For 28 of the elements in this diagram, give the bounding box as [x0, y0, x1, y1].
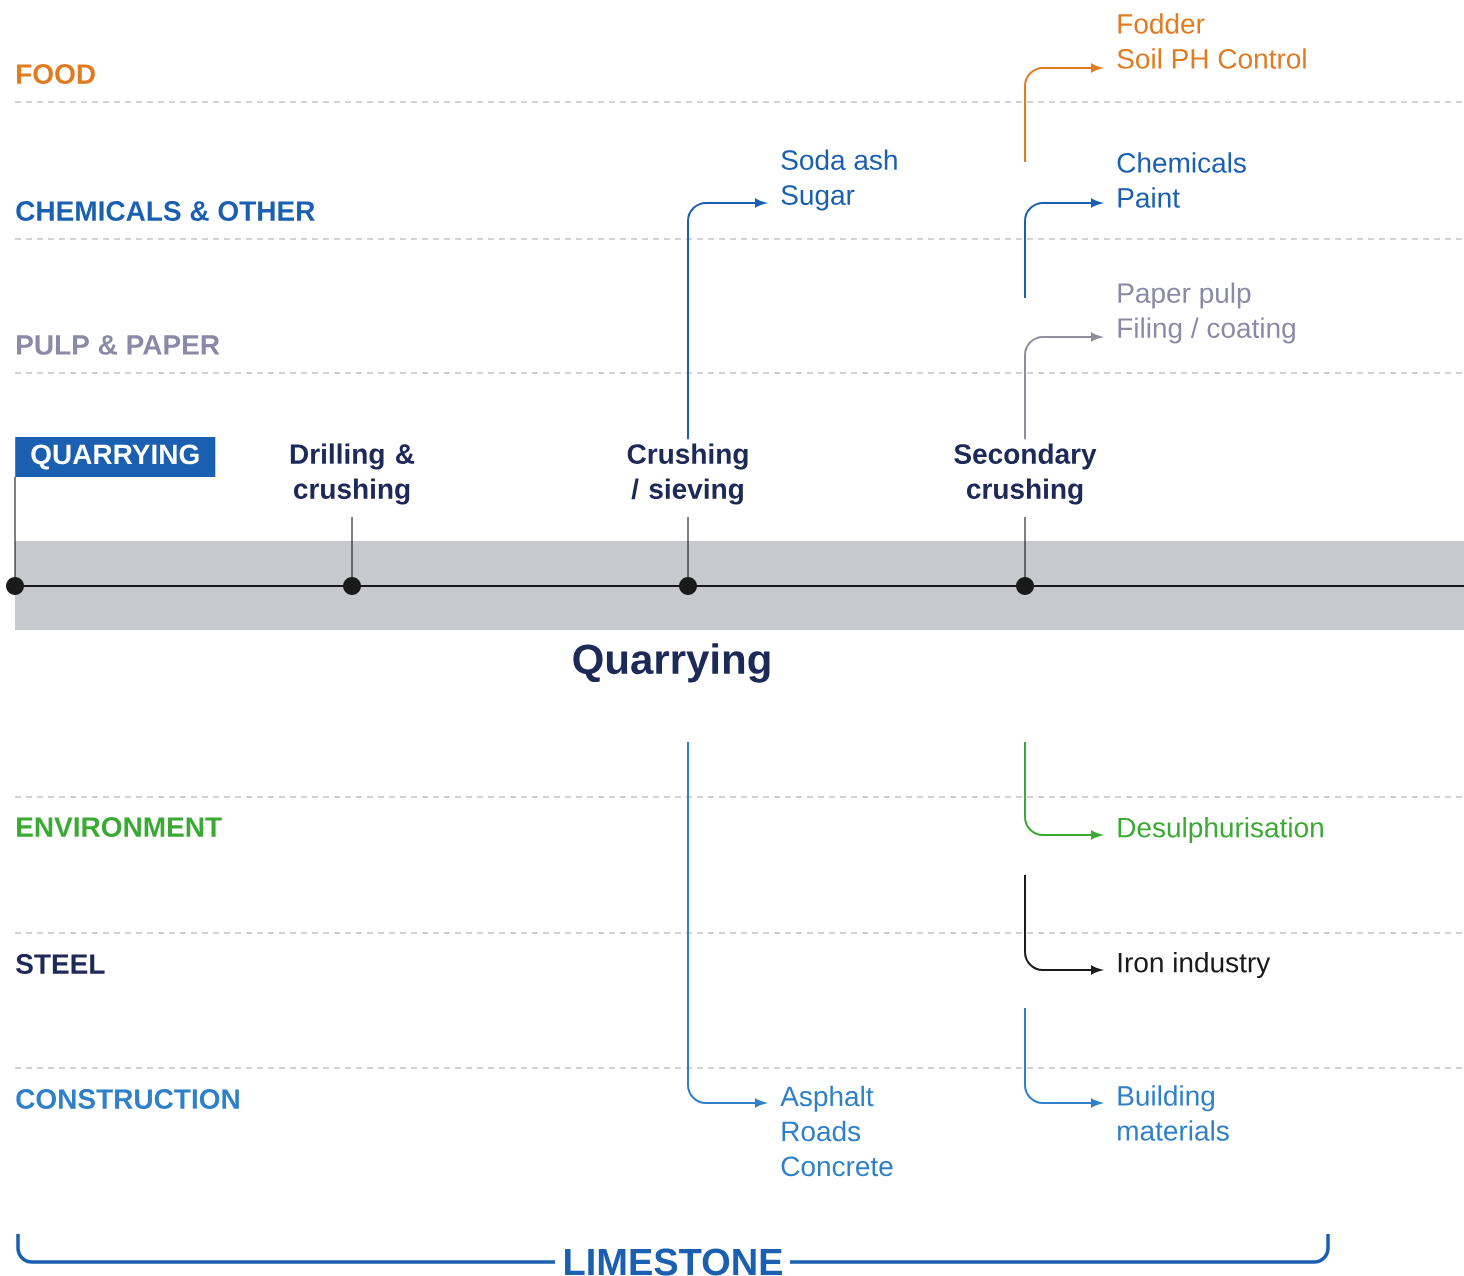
product-label: Chemicals Paint	[1117, 152, 1246, 208]
product-label: Paper pulp Filing / coating	[1118, 282, 1295, 344]
sector-heading: FOOD	[17, 64, 95, 84]
timeline-title: Quarrying	[573, 643, 770, 683]
arrow	[687, 198, 765, 441]
sector-heading: CHEMICALS & OTHER	[16, 201, 315, 221]
product-label: Soda ash Sugar	[781, 149, 897, 211]
arrow	[1024, 332, 1101, 441]
product-label: Fodder Soil PH Control	[1117, 13, 1306, 69]
arrow	[1024, 1007, 1101, 1108]
product-label: Desulphurisation	[1118, 816, 1323, 844]
stage-label: Drilling & crushing	[290, 443, 415, 505]
bracket-label: LIMESTONE	[565, 1248, 783, 1276]
stage-label: Crushing / sieving	[627, 443, 748, 505]
sector-heading: ENVIRONMENT	[17, 817, 222, 837]
stage-label: Secondary crushing	[954, 443, 1097, 505]
sector-heading: PULP & PAPER	[17, 335, 220, 355]
arrow	[1024, 874, 1101, 975]
arrow	[1024, 198, 1101, 299]
arrow	[687, 741, 765, 1108]
stage-tag: QUARRYING	[15, 437, 216, 477]
sector-heading: CONSTRUCTION	[16, 1089, 239, 1109]
sector-heading: STEEL	[16, 954, 105, 974]
product-label: Asphalt Roads Concrete	[780, 1085, 893, 1177]
arrow	[1024, 741, 1101, 840]
product-label: Building materials	[1118, 1085, 1229, 1141]
arrow	[1024, 63, 1101, 163]
product-label: Iron industry	[1118, 951, 1271, 979]
